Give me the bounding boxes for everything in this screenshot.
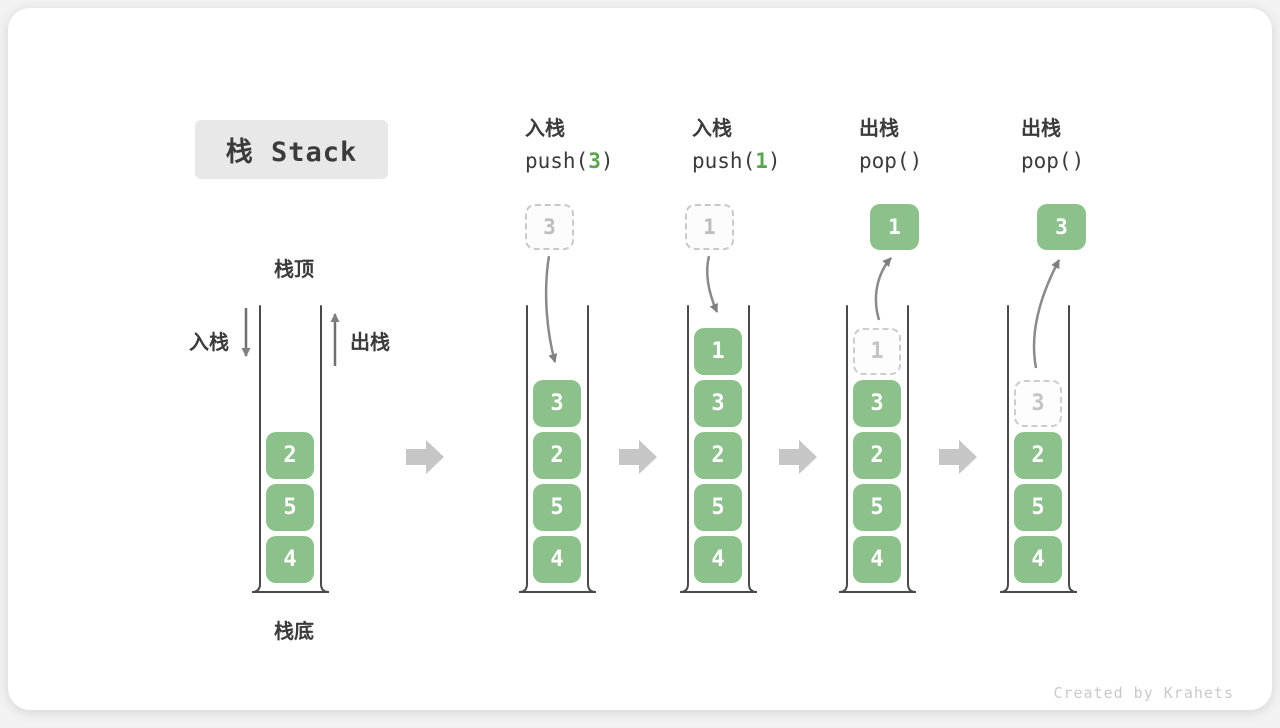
diagram-overlay: [241, 255, 1078, 593]
code-post: ): [1071, 149, 1085, 173]
stack-cell: 4: [266, 536, 314, 583]
code-pre: pop(: [859, 149, 910, 173]
code-post: ): [600, 149, 614, 173]
stack-cell: 4: [533, 536, 581, 583]
stack-cell: 2: [266, 432, 314, 479]
stack-bottom-label: 栈底: [274, 619, 314, 643]
pop-1-arrow-icon: [874, 257, 892, 321]
op-name-label: 出栈: [1021, 116, 1061, 140]
op-code-label: push(1): [692, 149, 781, 173]
floating-popped-value: 3: [1037, 204, 1086, 250]
stack-cell: 4: [694, 536, 742, 583]
floating-push-value: 3: [525, 204, 574, 250]
op-header-push-3: 入栈 push(3): [525, 112, 614, 173]
pop-3-arrow-icon: [1032, 259, 1061, 369]
op-code-label: push(3): [525, 149, 614, 173]
stack-cell: 4: [853, 536, 901, 583]
stack-cell: 1: [694, 328, 742, 375]
op-code-label: pop(): [859, 149, 922, 173]
pop-side-label: 出栈: [350, 330, 390, 354]
floating-push-value: 1: [685, 204, 734, 250]
push-side-label: 入栈: [189, 330, 229, 354]
floating-popped-value: 1: [870, 204, 919, 250]
stack-cell-ghost: 1: [853, 328, 901, 375]
op-name-label: 入栈: [525, 116, 565, 140]
code-post: ): [767, 149, 781, 173]
op-header-push-1: 入栈 push(1): [692, 112, 781, 173]
title-badge: 栈 Stack: [195, 120, 388, 179]
stack-cell: 2: [533, 432, 581, 479]
code-pre: push(: [692, 149, 756, 173]
step-transition-arrow-icon: [779, 440, 817, 474]
stack-cell: 5: [853, 484, 901, 531]
stack-cell: 3: [533, 380, 581, 427]
code-pre: pop(: [1021, 149, 1072, 173]
push-1-arrow-icon: [705, 255, 719, 313]
op-code-label: pop(): [1021, 149, 1084, 173]
op-name-label: 出栈: [859, 116, 899, 140]
stack-cell: 3: [853, 380, 901, 427]
step-transition-arrow-icon: [406, 440, 444, 474]
stack-cell: 2: [1014, 432, 1062, 479]
code-pre: push(: [525, 149, 589, 173]
stack-cell: 5: [533, 484, 581, 531]
op-name-label: 入栈: [692, 116, 732, 140]
step-transition-arrow-icon: [619, 440, 657, 474]
code-arg: 3: [588, 149, 601, 173]
stack-top-label: 栈顶: [274, 257, 314, 281]
stack-cell: 2: [853, 432, 901, 479]
op-header-pop-1: 出栈 pop(): [859, 112, 922, 173]
credit-text: Created by Krahets: [1053, 684, 1234, 702]
code-post: ): [909, 149, 923, 173]
stack-cell: 3: [694, 380, 742, 427]
stack-cell: 5: [694, 484, 742, 531]
push-3-arrow-icon: [544, 255, 558, 363]
step-transition-arrow-icon: [939, 440, 977, 474]
stack-cell: 5: [266, 484, 314, 531]
stack-cell: 2: [694, 432, 742, 479]
diagram-card: 栈 Stack 入栈 push(3) 入栈 push(1) 出栈 pop() 出…: [8, 8, 1272, 710]
stack-cell-ghost: 3: [1014, 380, 1062, 427]
stack-cell: 5: [1014, 484, 1062, 531]
stack-cell: 4: [1014, 536, 1062, 583]
op-header-pop-3: 出栈 pop(): [1021, 112, 1084, 173]
code-arg: 1: [755, 149, 768, 173]
